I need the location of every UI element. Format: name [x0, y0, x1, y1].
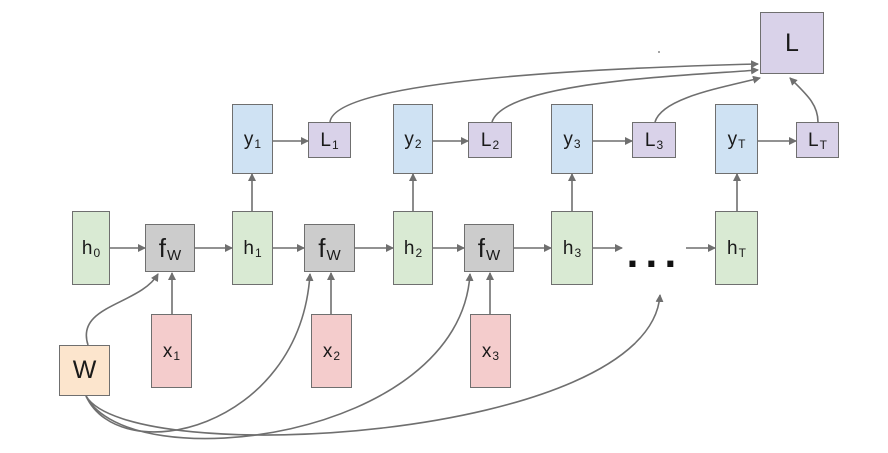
node-total-loss: L [760, 12, 824, 74]
arrow-W-f1 [85, 273, 159, 346]
arrow-L2-L [491, 66, 759, 123]
stray-dot [658, 51, 660, 53]
arrow-LT-L [789, 77, 819, 123]
arrow-L3-L [654, 75, 761, 123]
ellipsis: ... [626, 236, 683, 276]
arrow-W-f2 [85, 273, 314, 433]
arrow-W-f3 [85, 273, 474, 440]
node-weights: W [59, 345, 110, 396]
arrow-L1-L [329, 60, 759, 123]
arrow-W-dots [85, 294, 664, 436]
